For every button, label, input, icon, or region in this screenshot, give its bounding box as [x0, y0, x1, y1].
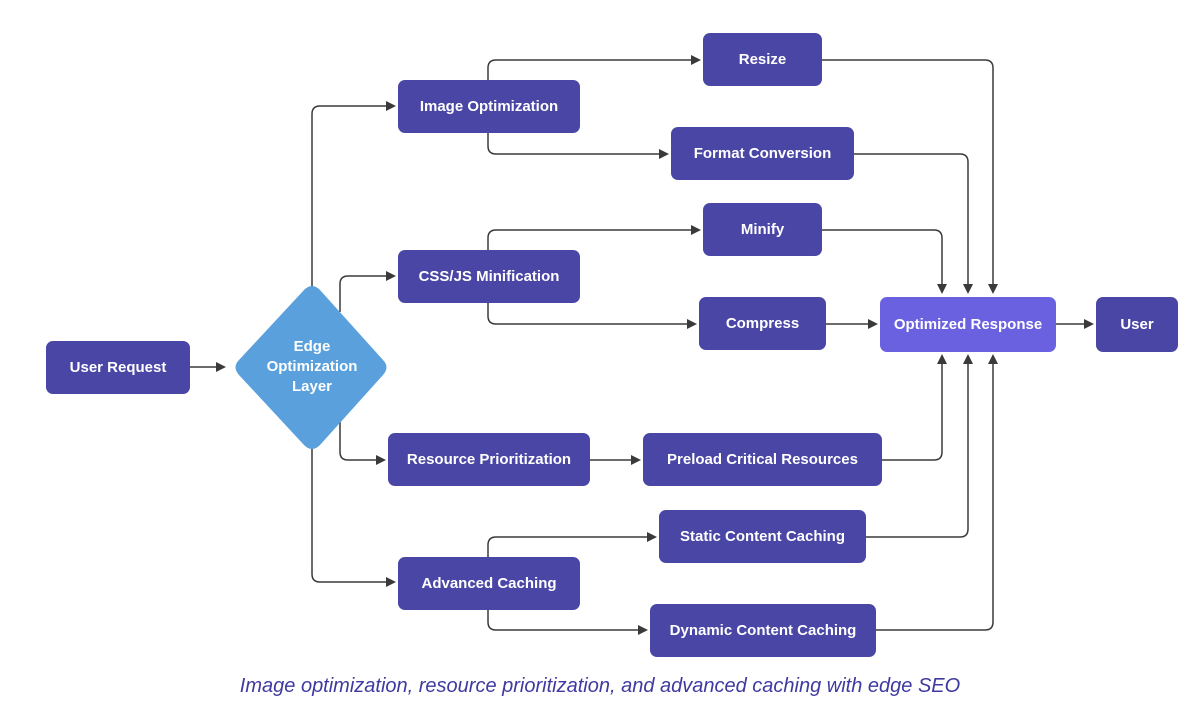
edge-image-to-format [487, 133, 669, 159]
edge-caching-to-dynamic [487, 610, 648, 635]
advanced-caching-node: Advanced Caching [398, 557, 580, 610]
edge-layer-to-image-optimization [311, 101, 396, 287]
edge-css-to-minify [487, 225, 701, 250]
minify-node: Minify [703, 203, 822, 256]
preload-critical-node: Preload Critical Resources [643, 433, 882, 486]
dynamic-caching-node: Dynamic Content Caching [650, 604, 876, 657]
user-node: User [1096, 297, 1178, 352]
compress-node: Compress [699, 297, 826, 350]
edge-caching-to-static [487, 532, 657, 557]
static-caching-node: Static Content Caching [659, 510, 866, 563]
user-request-node: User Request [46, 341, 190, 394]
edge-static-to-response [866, 354, 973, 538]
image-optimization-node: Image Optimization [398, 80, 580, 133]
format-conversion-node: Format Conversion [671, 127, 854, 180]
edge-layer-to-resource-prioritization [339, 422, 386, 465]
edge-resize-to-response [822, 59, 998, 294]
edge-layer-to-css-js [339, 271, 396, 312]
edge-layer-to-advanced-caching [311, 448, 396, 587]
edge-dynamic-to-response [876, 354, 998, 631]
edge-image-to-resize [487, 55, 701, 80]
edge-css-to-compress [487, 303, 697, 329]
edge-format-to-response [854, 153, 973, 294]
edge-optimization-diamond [235, 286, 387, 449]
edge-preload-to-response [882, 354, 947, 461]
optimized-response-node: Optimized Response [880, 297, 1056, 352]
resource-prioritization-node: Resource Prioritization [388, 433, 590, 486]
diagram-caption: Image optimization, resource prioritizat… [239, 675, 961, 697]
edge-optimization-label: Edge Optimization Layer [266, 338, 358, 395]
resize-node: Resize [703, 33, 822, 86]
css-js-minification-node: CSS/JS Minification [398, 250, 580, 303]
edge-minify-to-response [822, 229, 947, 294]
